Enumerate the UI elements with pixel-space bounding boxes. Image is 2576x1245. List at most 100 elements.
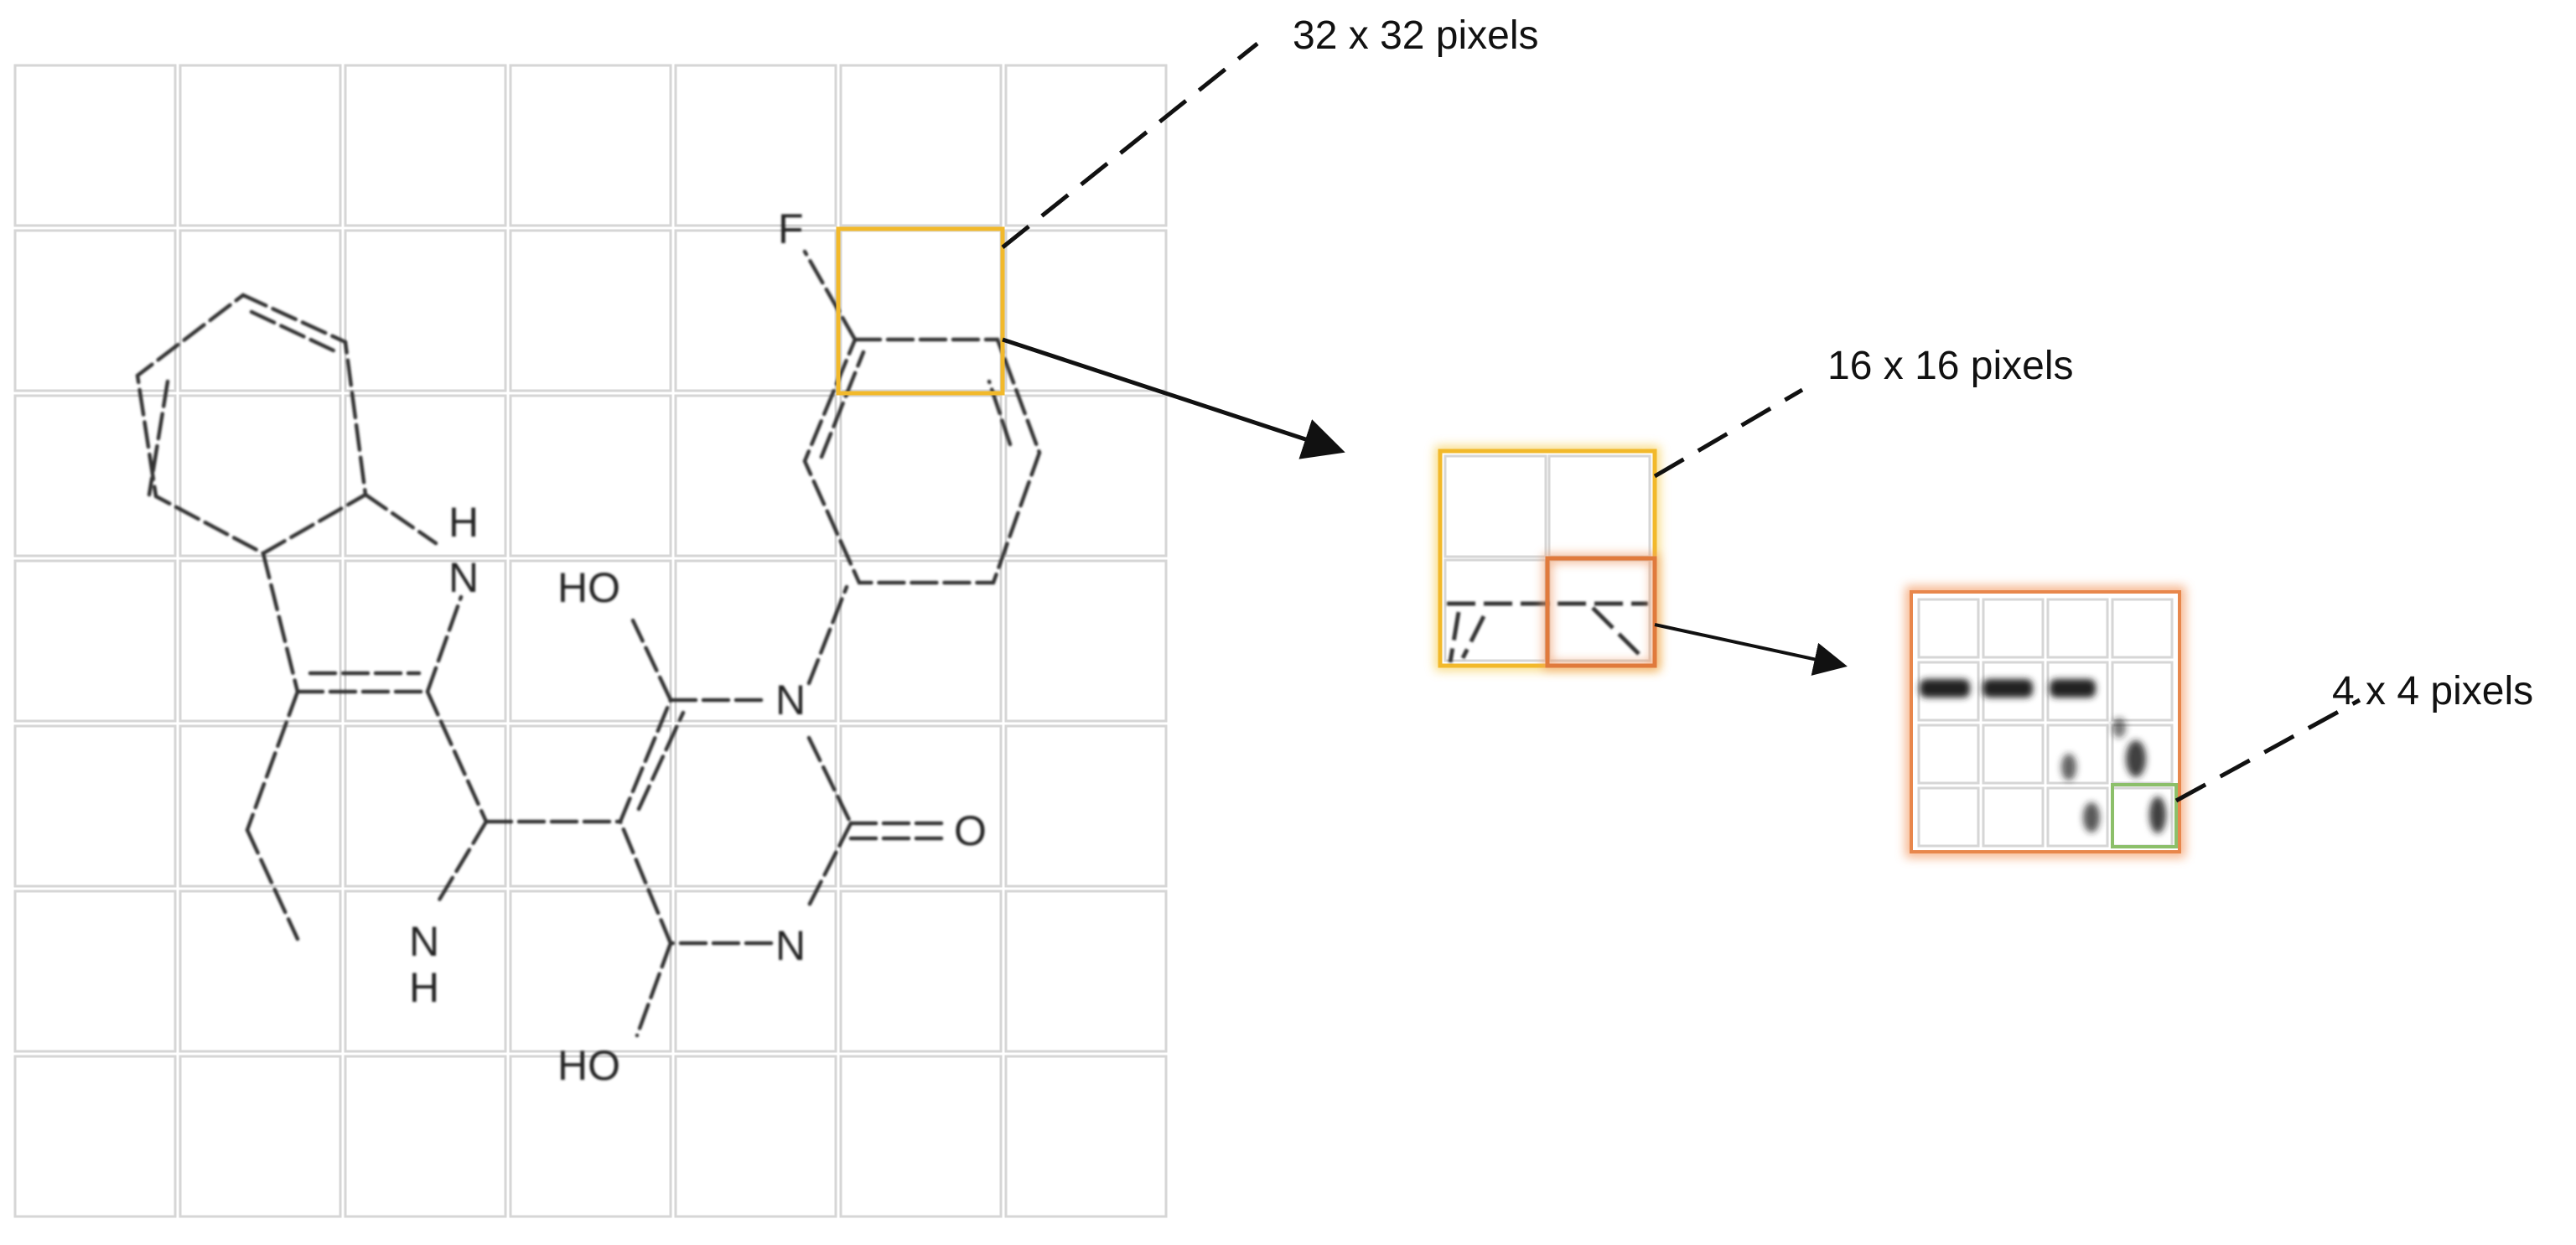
zoom-arrow-1	[1002, 337, 1345, 459]
bond	[635, 941, 673, 1038]
grid-cell	[674, 559, 837, 723]
atom-hydroxyl-top: HO	[557, 564, 620, 611]
grid-cell	[1004, 724, 1168, 888]
patch-4-cell	[1917, 786, 1980, 848]
bond	[618, 698, 673, 824]
patch-16-cell	[1443, 454, 1547, 558]
patch-4-green-highlight	[2111, 783, 2178, 848]
patch-4-cell	[1982, 724, 2045, 785]
grid-cell	[839, 1055, 1003, 1218]
atom-indole-h: H	[448, 499, 479, 546]
atom-oxygen: O	[954, 807, 987, 854]
grid-cell	[1004, 1055, 1168, 1218]
patch-16-orange-highlight	[1545, 556, 1657, 668]
grid-cell	[1004, 64, 1168, 227]
grid-cell	[344, 229, 507, 392]
patch-16-cell	[1547, 558, 1651, 662]
grid-cell	[839, 64, 1003, 227]
grid-cell	[344, 724, 507, 888]
bond	[363, 492, 438, 546]
patch-4-zoom	[1905, 586, 2185, 858]
patch-16-bond	[1448, 611, 1461, 663]
grid-cell	[839, 890, 1003, 1053]
bond	[819, 350, 866, 459]
molecule-structure	[135, 249, 1042, 1038]
grid-cell	[674, 890, 837, 1053]
patch-4-cell	[2111, 598, 2174, 659]
patch-32-highlight	[836, 226, 1005, 396]
patch-16-cell	[1443, 558, 1547, 662]
atom-bridge-h: H	[409, 964, 439, 1011]
bond	[636, 710, 686, 812]
patch-4-cell	[1982, 598, 2045, 659]
leader-line-4	[2174, 698, 2361, 803]
grid-cell	[13, 724, 177, 888]
grid-cell	[509, 1055, 672, 1218]
grid-cell	[344, 890, 507, 1053]
bond	[630, 618, 673, 703]
grid-cell	[509, 724, 672, 888]
bond	[245, 827, 300, 942]
bond	[245, 689, 300, 833]
grid-cell	[179, 890, 342, 1053]
patch-4-pixel	[2083, 802, 2100, 833]
patch-16-bond	[1460, 615, 1486, 660]
patch-4-cell	[2046, 724, 2109, 785]
grid-cell	[179, 559, 342, 723]
patch-4-cell	[2046, 598, 2109, 659]
grid-cell	[179, 64, 342, 227]
grid-cell	[344, 394, 507, 558]
grid-cell	[1004, 890, 1168, 1053]
bond	[261, 551, 300, 694]
atom-nitrogen-top: N	[775, 677, 806, 724]
atom-labels: F H N HO N O N N H HO	[409, 205, 987, 1089]
grid-cell	[13, 64, 177, 227]
patch-16-cell	[1547, 454, 1651, 558]
atom-hydroxyl-bottom: HO	[557, 1042, 620, 1089]
patch-4-pixel	[2112, 718, 2126, 738]
grid-cell	[509, 394, 672, 558]
patch-4-pixel	[2126, 740, 2146, 777]
grid-cell	[509, 64, 672, 227]
patch-4-cell	[1917, 598, 1980, 659]
bond	[425, 594, 464, 694]
fluorophenyl-ring	[802, 337, 1042, 585]
grid-cell	[179, 229, 342, 392]
grid-cell	[13, 890, 177, 1053]
caption-16-pixels: 16 x 16 pixels	[1827, 344, 2074, 388]
grid-cell	[839, 724, 1003, 888]
patch-4-pixel	[2061, 754, 2076, 781]
main-image-grid	[13, 64, 1168, 1218]
grid-cell	[674, 1055, 837, 1218]
bond	[806, 821, 853, 908]
atom-bridge-n: N	[409, 918, 439, 965]
leader-line-32	[1001, 42, 1259, 249]
atom-nitrogen-bottom: N	[775, 922, 806, 969]
patch-4-cell	[2111, 661, 2174, 722]
grid-cell	[674, 394, 837, 558]
zoom-arrow-2	[1654, 623, 1848, 676]
grid-cell	[839, 559, 1003, 723]
grid-cell	[13, 1055, 177, 1218]
bond	[618, 819, 673, 946]
indole-benzene-inner-bond	[147, 379, 170, 497]
grid-cell	[674, 64, 837, 227]
patch-4-cell	[1982, 786, 2045, 848]
indole-benzene-inner-bond	[249, 309, 339, 355]
grid-cell	[839, 394, 1003, 558]
grid-cell	[13, 559, 177, 723]
grid-cell	[1004, 229, 1168, 392]
grid-cell	[674, 724, 837, 888]
bond	[806, 735, 853, 826]
grid-cell	[13, 394, 177, 558]
grid-cell	[13, 229, 177, 392]
patch-16-bond	[1591, 606, 1640, 656]
leader-line-16	[1653, 387, 1804, 479]
grid-cell	[1004, 559, 1168, 723]
bond	[425, 689, 489, 824]
grid-cell	[674, 229, 837, 392]
bond	[433, 819, 489, 908]
bond	[806, 584, 849, 686]
